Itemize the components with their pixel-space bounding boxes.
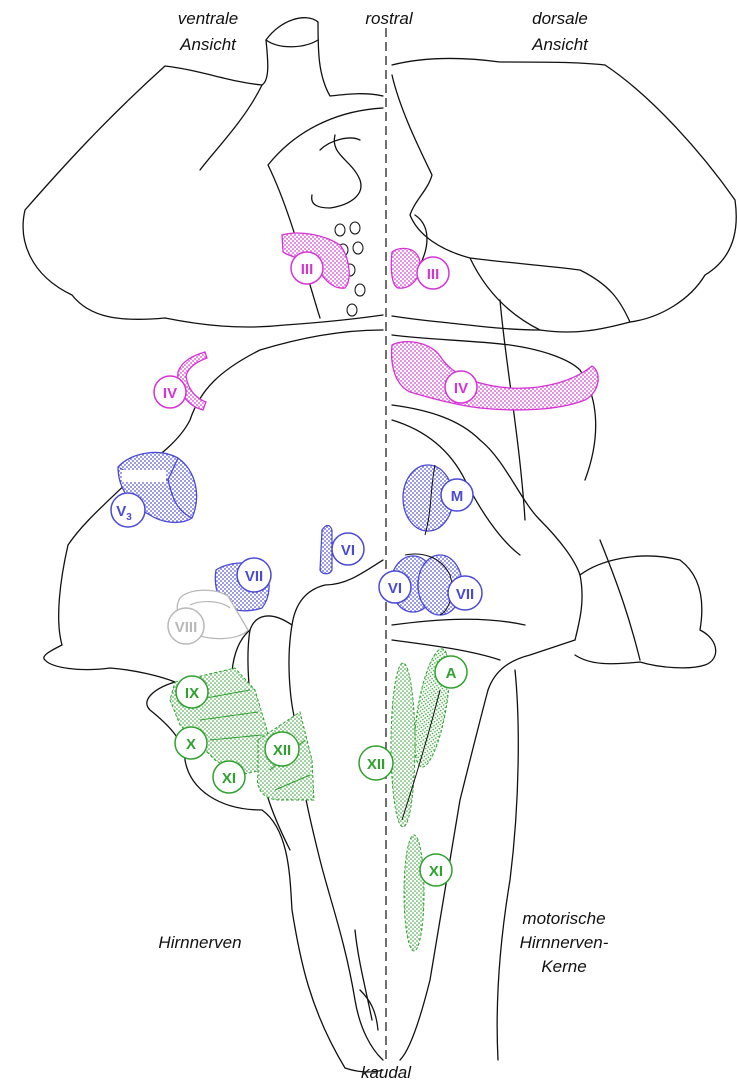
svg-text:X: X — [186, 736, 196, 753]
caption-hirnnerven-dash: Hirnnerven- — [520, 933, 609, 952]
brain-outline — [23, 18, 736, 1072]
label-dorsal-vii: VII — [448, 576, 482, 610]
nucleus-xii-shape — [391, 663, 415, 827]
nucleus-iii-shape — [391, 248, 420, 288]
svg-text:VIII: VIII — [175, 619, 198, 636]
dorsal-nuclei — [391, 248, 598, 951]
svg-text:XII: XII — [367, 756, 385, 773]
label-ventral-iv: IV — [154, 376, 186, 408]
svg-text:III: III — [301, 261, 314, 278]
nerve-vi-ventral-shape — [320, 526, 332, 574]
label-ventral-iii: III — [291, 252, 323, 284]
label-dorsal-a: A — [435, 656, 467, 688]
label-ventral-vi: VI — [332, 533, 364, 565]
caption-motorische: motorische — [522, 909, 605, 928]
caption-dorsal-2: Ansicht — [531, 35, 589, 54]
svg-text:VII: VII — [245, 568, 263, 585]
svg-text:IV: IV — [163, 385, 177, 402]
caption-kerne: Kerne — [541, 957, 586, 976]
caption-caudal: kaudal — [361, 1063, 412, 1082]
svg-text:M: M — [451, 488, 464, 505]
caption-ventral-1: ventrale — [178, 9, 238, 28]
caption-dorsal-1: dorsale — [532, 9, 588, 28]
captions: ventrale Ansicht rostral dorsale Ansicht… — [158, 9, 608, 1082]
nucleus-xi-shape — [404, 835, 424, 951]
nucleus-iv-shape — [392, 342, 599, 410]
label-dorsal-iii: III — [417, 257, 449, 289]
label-dorsal-vi: VI — [379, 571, 411, 603]
label-dorsal-iv: IV — [445, 371, 477, 403]
ventral-nerves — [118, 233, 349, 800]
caption-hirnnerven: Hirnnerven — [158, 933, 241, 952]
svg-text:XI: XI — [222, 770, 236, 787]
label-ventral-ix: IX — [176, 676, 208, 708]
svg-text:XI: XI — [429, 863, 443, 880]
caption-rostral: rostral — [365, 9, 413, 28]
svg-text:VI: VI — [388, 580, 402, 597]
label-dorsal-xi: XI — [420, 854, 452, 886]
label-dorsal-m: M — [441, 479, 473, 511]
label-ventral-x: X — [175, 727, 207, 759]
svg-text:VI: VI — [341, 542, 355, 559]
caption-ventral-2: Ansicht — [179, 35, 237, 54]
svg-text:A: A — [446, 665, 457, 682]
label-ventral-xi: XI — [213, 761, 245, 793]
svg-text:IX: IX — [185, 685, 199, 702]
svg-text:XII: XII — [273, 742, 291, 759]
label-ventral-xii: XII — [265, 732, 299, 766]
svg-text:VII: VII — [456, 586, 474, 603]
svg-text:III: III — [427, 266, 440, 283]
label-ventral-v3: V3 — [111, 493, 145, 527]
label-dorsal-xii: XII — [359, 746, 393, 780]
svg-text:IV: IV — [454, 380, 468, 397]
label-ventral-vii: VII — [237, 558, 271, 592]
label-ventral-viii: VIII — [168, 608, 204, 644]
